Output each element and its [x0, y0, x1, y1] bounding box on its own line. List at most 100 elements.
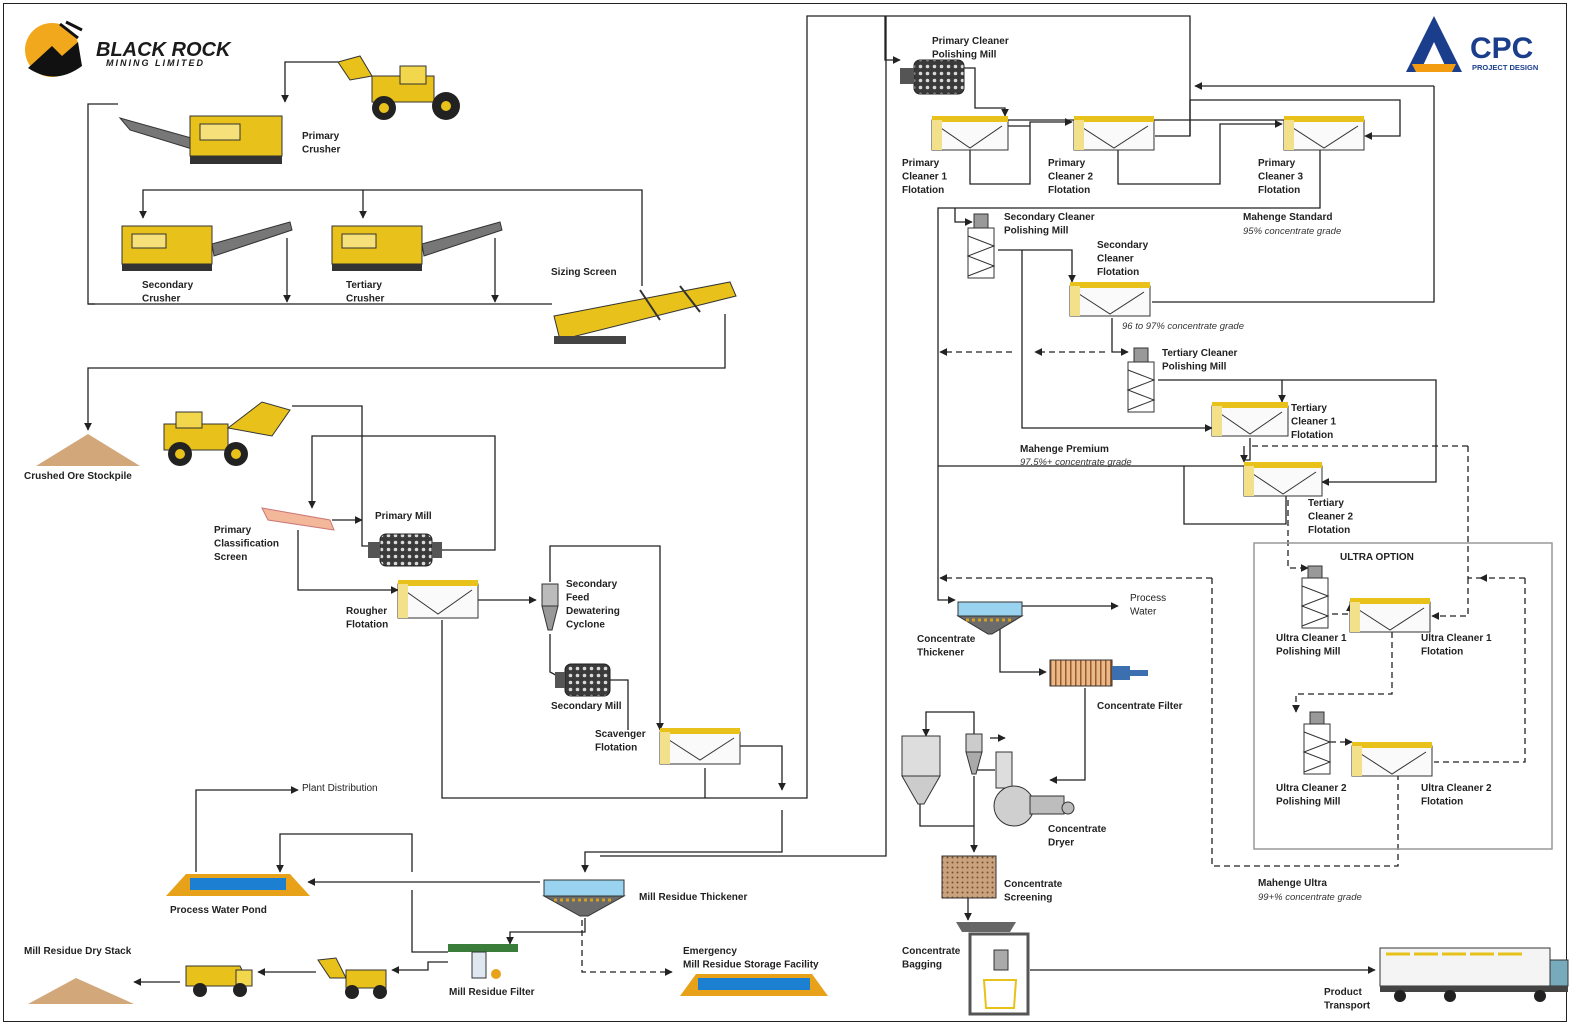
label-mahenge-standard: Mahenge Standard	[1243, 212, 1332, 223]
label-tertiary-cleaner-1-line-1: Tertiary	[1291, 403, 1327, 414]
ultra-option-box	[1253, 542, 1553, 850]
label-secondary-cleaner-flotation-line-3: Flotation	[1097, 267, 1139, 278]
front-loader-icon	[337, 55, 460, 120]
label-secondary-feed-dewatering-cyclone-line-4: Cyclone	[566, 620, 605, 631]
label-concentrate-bagging-line-1: Concentrate	[902, 946, 961, 957]
label-process-water-line-1: Process	[1130, 593, 1166, 604]
label-tertiary-cleaner-2-line-3: Flotation	[1308, 525, 1350, 536]
primary-classification-screen-icon	[261, 507, 335, 531]
label-tertiary-crusher-line-1: Tertiary	[346, 280, 382, 291]
label-ultra-cleaner-2-flotation-line-1: Ultra Cleaner 2	[1421, 783, 1492, 794]
label-primary-classification-screen-line-3: Screen	[214, 552, 247, 563]
label-concentrate-thickener-line-1: Concentrate	[917, 634, 976, 645]
label-ultra-option: ULTRA OPTION	[1340, 552, 1414, 563]
emergency-storage-icon	[680, 974, 828, 996]
process-water-pond-icon	[166, 874, 310, 896]
label-scavenger-flotation-line-2: Flotation	[595, 743, 637, 754]
label-tertiary-cleaner-2-line-2: Cleaner 2	[1308, 512, 1353, 523]
secondary-mill-icon	[555, 663, 611, 697]
mill-residue-thickener-icon	[542, 879, 626, 917]
cpc-logo: CPC PROJECT DESIGN	[1406, 16, 1538, 72]
haul-truck-icon	[185, 965, 253, 997]
mill-residue-dry-stack-icon	[28, 978, 134, 1004]
label-primary-mill: Primary Mill	[375, 511, 432, 522]
ultra-cleaner-1-polishing-mill-icon	[1300, 565, 1330, 629]
tertiary-cleaner-1-flotation-icon	[1211, 402, 1289, 437]
label-rougher-flotation-line-1: Rougher	[346, 606, 387, 617]
label-ultra-cleaner-1-polishing-mill-line-2: Polishing Mill	[1276, 647, 1341, 658]
label-ultra-cleaner-1-flotation-line-1: Ultra Cleaner 1	[1421, 633, 1492, 644]
label-tertiary-cleaner-1-line-3: Flotation	[1291, 430, 1333, 441]
flow-lines	[84, 15, 1526, 986]
grade-secondary: 96 to 97% concentrate grade	[1122, 321, 1244, 332]
label-primary-cleaner-2-line-1: Primary	[1048, 158, 1086, 169]
primary-cleaner-3-flotation-icon	[1283, 116, 1365, 151]
label-process-water-line-2: Water	[1130, 607, 1157, 618]
label-ultra-cleaner-2-flotation-line-2: Flotation	[1421, 797, 1463, 808]
scavenger-flotation-icon	[659, 728, 741, 765]
ultra-cleaner-2-polishing-mill-icon	[1302, 711, 1332, 775]
cpc-bar-icon	[1412, 64, 1456, 72]
label-tertiary-cleaner-1-line-2: Cleaner 1	[1291, 417, 1336, 428]
cpc-triangle-icon	[1406, 16, 1462, 72]
black-rock-mountain-icon	[28, 42, 82, 77]
label-primary-cleaner-3-line-3: Flotation	[1258, 185, 1300, 196]
grade-standard: 95% concentrate grade	[1243, 226, 1341, 237]
concentrate-silo-icon	[901, 735, 941, 805]
label-mahenge-premium: Mahenge Premium	[1020, 444, 1109, 455]
label-secondary-feed-dewatering-cyclone-line-2: Feed	[566, 593, 589, 604]
label-secondary-feed-dewatering-cyclone-line-1: Secondary	[566, 579, 618, 590]
label-emergency-storage-line-2: Mill Residue Storage Facility	[683, 960, 819, 971]
primary-mill-icon	[368, 533, 442, 567]
ultra-cleaner-1-flotation-icon	[1349, 598, 1431, 633]
label-primary-cleaner-polishing-mill-line-1: Primary Cleaner	[932, 36, 1009, 47]
label-secondary-feed-dewatering-cyclone-line-3: Dewatering	[566, 606, 620, 617]
concentrate-dryer-icon	[993, 751, 1075, 827]
black-rock-pick-icon	[59, 20, 83, 40]
label-primary-cleaner-polishing-mill-line-2: Polishing Mill	[932, 50, 997, 61]
label-sizing-screen: Sizing Screen	[551, 267, 617, 278]
black-rock-subtitle: MINING LIMITED	[106, 58, 205, 68]
label-rougher-flotation-line-2: Flotation	[346, 620, 388, 631]
label-ultra-cleaner-2-polishing-mill-line-1: Ultra Cleaner 2	[1276, 783, 1347, 794]
grade-premium: 97.5%+ concentrate grade	[1020, 457, 1132, 468]
label-concentrate-dryer-line-2: Dryer	[1048, 838, 1074, 849]
secondary-cleaner-flotation-icon	[1069, 282, 1151, 317]
label-secondary-crusher-line-2: Crusher	[142, 294, 180, 305]
front-loader-3-icon	[317, 957, 387, 999]
secondary-feed-dewatering-cyclone-icon	[541, 583, 559, 631]
concentrate-screening-icon	[941, 855, 997, 899]
label-secondary-cleaner-polishing-mill-line-2: Polishing Mill	[1004, 226, 1069, 237]
label-secondary-crusher-line-1: Secondary	[142, 280, 194, 291]
label-tertiary-cleaner-polishing-mill-line-1: Tertiary Cleaner	[1162, 348, 1238, 359]
label-primary-crusher-line-2: Crusher	[302, 145, 340, 156]
black-rock-logo: BLACK ROCK MINING LIMITED	[25, 20, 232, 77]
label-tertiary-crusher-line-2: Crusher	[346, 294, 384, 305]
label-process-water-pond: Process Water Pond	[170, 905, 267, 916]
primary-crusher-icon	[118, 115, 283, 164]
primary-cleaner-2-flotation-icon	[1073, 116, 1155, 151]
concentrate-bagging-icon	[956, 922, 1030, 1016]
secondary-crusher-icon	[121, 221, 293, 271]
label-mill-residue-filter: Mill Residue Filter	[449, 987, 535, 998]
label-secondary-cleaner-polishing-mill-line-1: Secondary Cleaner	[1004, 212, 1095, 223]
concentrate-cyclone-icon	[965, 733, 983, 775]
label-mill-residue-dry-stack: Mill Residue Dry Stack	[24, 946, 132, 957]
labels-layer: PrimaryCrusherSecondaryCrusherTertiaryCr…	[24, 36, 1492, 1012]
label-concentrate-screening-line-1: Concentrate	[1004, 879, 1063, 890]
product-transport-truck-icon	[1379, 947, 1569, 1002]
label-primary-classification-screen-line-1: Primary	[214, 525, 252, 536]
label-primary-cleaner-3-line-2: Cleaner 3	[1258, 172, 1303, 183]
concentrate-filter-icon	[1049, 659, 1148, 687]
cpc-subtitle: PROJECT DESIGN	[1472, 63, 1538, 72]
tertiary-cleaner-polishing-mill-icon	[1126, 347, 1156, 413]
label-mill-residue-thickener: Mill Residue Thickener	[639, 892, 747, 903]
label-product-transport-line-1: Product	[1324, 987, 1362, 998]
sizing-screen-icon	[553, 281, 737, 344]
label-primary-cleaner-1-line-1: Primary	[902, 158, 940, 169]
label-primary-cleaner-1-line-3: Flotation	[902, 185, 944, 196]
concentrate-thickener-icon	[956, 601, 1024, 635]
label-tertiary-cleaner-2-line-1: Tertiary	[1308, 498, 1344, 509]
crushed-ore-stockpile-icon	[36, 434, 140, 466]
